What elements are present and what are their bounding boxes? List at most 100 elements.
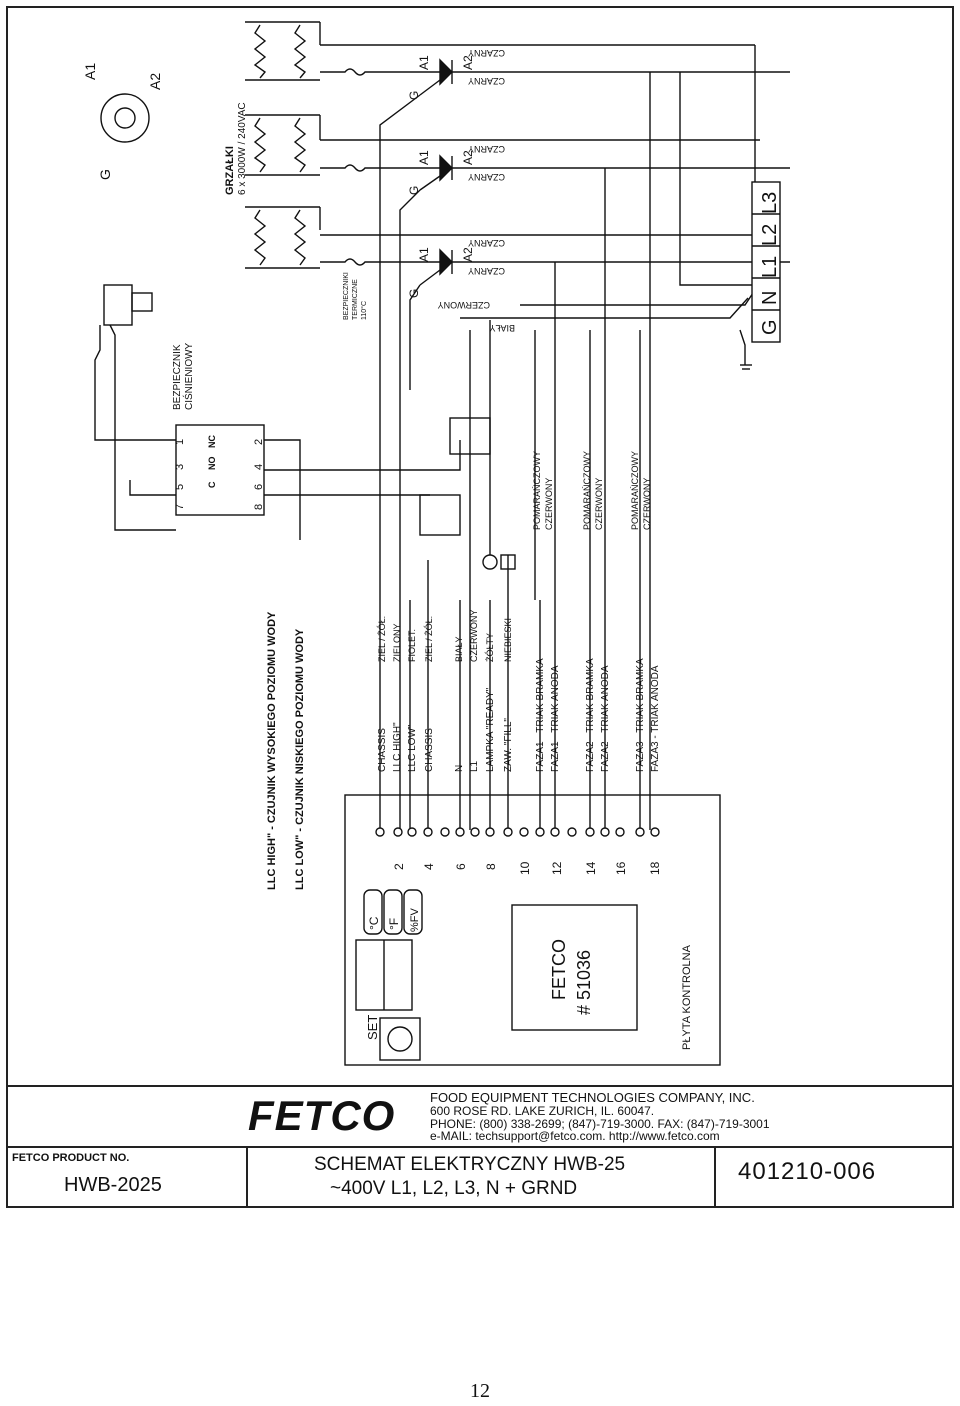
wire-czarny-6: CZARNY [468,266,505,276]
control-chip [511,904,638,1031]
set-label: SET [365,1015,380,1040]
harness-color-3: FIOLET. [407,629,417,662]
thermal-fuse-1 [320,68,440,76]
terminal-g: G [759,319,781,335]
harness-signal-3: LLC LOW" [407,724,418,772]
connector-a2: A2 [147,73,163,90]
wire-bialy: BIAŁY [489,323,515,333]
switch-t5: 5 [174,484,186,490]
unit-c: °C [367,916,381,930]
terminal-l1: L1 [759,256,781,278]
triac1-a1: A1 [417,55,431,70]
chip-line-2: # 51036 [574,950,594,1015]
terminal-l3: L3 [759,192,781,214]
control-board [344,794,721,1066]
triac2-g: G [407,186,421,195]
board-pin-6: 6 [454,863,468,870]
triac2-a1: A1 [417,150,431,165]
pressure-switch-label-2: CIŚNIENIOWY [182,342,195,410]
unit-f: °F [387,918,401,930]
thermal-fuse-2 [320,164,440,172]
harness-color-8: NIEBIESKI [503,618,513,662]
phase1-wire-b: CZERWONY [544,478,554,530]
board-pin-14: 14 [584,861,598,875]
divider-left [246,1146,248,1208]
phase3-wire-a: POMARAŃCZOWY [630,451,640,530]
switch-t4: 4 [253,464,265,470]
board-pin-18: 18 [648,861,662,875]
heater-coil-group-1 [245,21,321,81]
harness-color-7: ŻÓŁTY [485,633,495,662]
unit-fv: %FV [409,908,421,933]
company-logo: FETCO [248,1092,396,1139]
thermal-fuse-3 [320,258,440,266]
switch-t2: 2 [253,439,265,445]
switch-t7: 7 [174,504,186,510]
triac3-a2: A2 [461,247,475,262]
harness-color-2: ZIELONY [392,623,402,662]
terminal-n: N [759,291,781,305]
wire-czarny-3: CZARNY [468,144,505,154]
divider-right [714,1146,716,1208]
terminal-l2: L2 [759,224,781,246]
switch-t1: 1 [174,439,186,445]
harness-signal-5: N [454,765,465,772]
board-pin-16: 16 [614,861,628,875]
phase2-wire-a: POMARAŃCZOWY [582,451,592,530]
wire-czarny-5: CZARNY [468,238,505,248]
note-llc-high: LLC HIGH" - CZUJNIK WYSOKIEGO POZIOMU WO… [266,611,278,890]
thermal-fuse-label-1: BEZPIECZNIKI [343,272,350,320]
board-name: PŁYTA KONTROLNA [681,944,693,1050]
harness-signal-2: LLC HIGH" [392,722,403,772]
board-pin-4: 4 [422,863,436,870]
board-pin-12: 12 [550,861,564,875]
terminal-block [751,181,781,343]
switch-no: NO [207,457,217,471]
pressure-switch-label-1: BEZPIECZNIK [172,344,183,410]
heaters-spec: 6 x 3000W / 240VAC [237,102,248,195]
harness-signal-11: FAZA2 - TRIAK BRAMKA [585,658,596,772]
triac-1 [419,58,453,96]
set-button[interactable] [379,1017,421,1061]
harness-signal-6: L1 [469,760,480,772]
level-switch-block [175,424,265,516]
harness-signal-13: FAZA3 - TRIAK BRAMKA [635,658,646,772]
phase3-wire-b: CZERWONY [642,478,652,530]
switch-t8: 8 [253,504,265,510]
switch-c: C [207,481,217,488]
switch-nc: NC [207,435,217,448]
connector-g: G [97,169,113,180]
triac2-a2: A2 [461,150,475,165]
harness-signal-14: FAZA3 - TRIAK ANODA [650,665,661,772]
harness-signal-1: CHASSIS [377,728,388,772]
heater-connector [100,93,150,143]
board-pin-10: 10 [518,861,532,875]
product-no-label: FETCO PRODUCT NO. [12,1152,130,1164]
fill-valve-relay [419,494,461,536]
board-pin-2: 2 [392,863,406,870]
harness-signal-12: FAZA2 - TRIAK ANODA [600,665,611,772]
product-no: HWB-2025 [64,1174,162,1196]
company-name: FOOD EQUIPMENT TECHNOLOGIES COMPANY, INC… [430,1090,755,1105]
phase2-wire-b: CZERWONY [594,478,604,530]
switch-t6: 6 [253,484,265,490]
title-line-2: ~400V L1, L2, L3, N + GRND [330,1178,578,1199]
triac3-a1: A1 [417,247,431,262]
harness-color-4: ZIEL / ŻÓŁ. [424,616,434,662]
harness-signal-9: FAZA1 - TRIAK BRAMKA [535,658,546,772]
heater-coil-group-3 [245,206,321,269]
triac-2 [419,154,453,191]
thermal-fuse-label-3: 110°C [360,301,368,320]
harness-color-1: ZIEL / ŻÓŁ. [377,616,387,662]
triac-3 [419,248,453,286]
company-address: 600 ROSE RD. LAKE ZURICH, IL. 60047. [430,1104,655,1118]
wire-czarny-2: CZARNY [468,76,505,86]
wire-czarny-1: CZARNY [468,48,505,58]
phase1-wire-a: POMARAŃCZOWY [532,451,542,530]
company-phone: PHONE: (800) 338-2699; (847)-719-3000. F… [430,1117,770,1131]
triac1-g: G [407,91,421,100]
triac3-g: G [407,289,421,298]
heaters-title: GRZAŁKI [224,146,236,195]
triac1-a2: A2 [461,55,475,70]
